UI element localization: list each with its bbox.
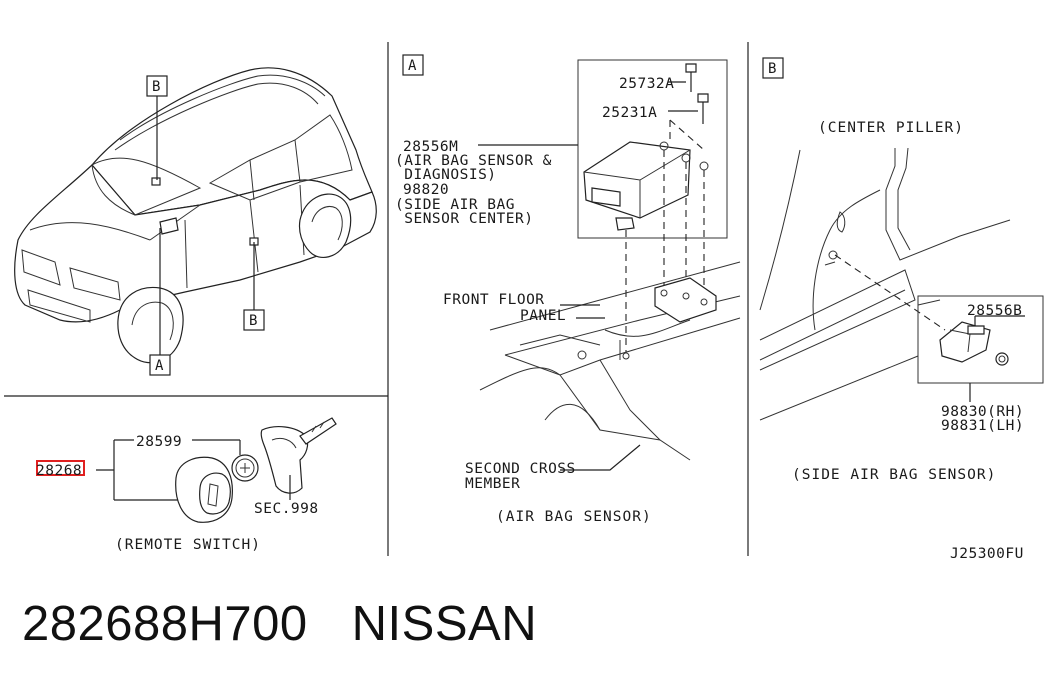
car-callouts: B B A [146, 75, 265, 376]
panel-dividers [4, 42, 749, 556]
label-28556m: 28556M [403, 139, 458, 155]
label-front-floor-2: PANEL [520, 308, 566, 324]
side-sensor-unit [939, 315, 1025, 402]
floor-panel [479, 261, 741, 461]
callout-b-top-box [146, 75, 168, 97]
panel-b: B [759, 57, 1044, 421]
label-28599: 28599 [136, 434, 182, 450]
panel-b-labels: (CENTER PILLER) 28556B 98830(RH) 98831(L… [792, 120, 1024, 562]
desc-line1: (AIR BAG SENSOR & [395, 153, 552, 169]
callout-a: A [155, 358, 164, 374]
remote-switch-illustration [96, 417, 337, 523]
desc-line4: SENSOR CENTER) [395, 211, 533, 227]
label-25231a: 25231A [602, 105, 657, 121]
panel-a: A [402, 54, 741, 471]
side-sensor-detail-box [917, 295, 1044, 384]
panel-a-leaders [478, 144, 641, 471]
callout-a-box [149, 354, 171, 376]
callout-b-door: B [249, 313, 257, 329]
label-98820: 98820 [403, 182, 449, 198]
label-center-pillar: (CENTER PILLER) [818, 120, 964, 136]
bolts [668, 63, 709, 124]
sensor-detail-box [577, 59, 728, 239]
label-sec998: SEC.998 [254, 501, 319, 517]
label-98831: 98831(LH) [941, 418, 1024, 434]
panel-a-tag: A [408, 58, 417, 74]
highlight-box [36, 460, 85, 476]
part-number: 282688H700 [22, 597, 308, 651]
callout-b-top: B [152, 79, 160, 95]
remote-switch-labels: 28599 28268 SEC.998 (REMOTE SWITCH) [36, 434, 319, 553]
caption-air-bag-sensor: (AIR BAG SENSOR) [496, 509, 652, 525]
airbag-sensor-unit [583, 141, 709, 231]
label-second-cross-2: MEMBER [465, 476, 520, 492]
label-28268: 28268 [36, 463, 82, 479]
car-illustration [14, 67, 377, 364]
label-second-cross-1: SECOND CROSS [465, 461, 576, 477]
caption-remote-switch: (REMOTE SWITCH) [115, 537, 261, 553]
caption-side-air-bag-sensor: (SIDE AIR BAG SENSOR) [792, 467, 996, 483]
diagram-code: J25300FU [950, 546, 1024, 562]
brand-name: NISSAN [351, 597, 538, 651]
label-28556b: 28556B [967, 303, 1022, 319]
callout-b-door-box [243, 309, 265, 331]
dashed-guides [625, 119, 705, 352]
desc-line2: DIAGNOSIS) [395, 167, 497, 183]
label-25732a: 25732A [619, 76, 674, 92]
panel-a-labels: 25732A 25231A 28556M (AIR BAG SENSOR & D… [395, 76, 674, 525]
label-front-floor-1: FRONT FLOOR [443, 292, 545, 308]
label-98830: 98830(RH) [941, 404, 1024, 420]
panel-b-tag: B [768, 61, 776, 77]
footer-title: 282688H700 NISSAN [22, 596, 537, 652]
desc-line3: (SIDE AIR BAG [395, 197, 515, 213]
parts-diagram: B B A 28599 28268 SEC.998 (REM [4, 42, 1044, 562]
pillar-structure [759, 147, 1011, 421]
